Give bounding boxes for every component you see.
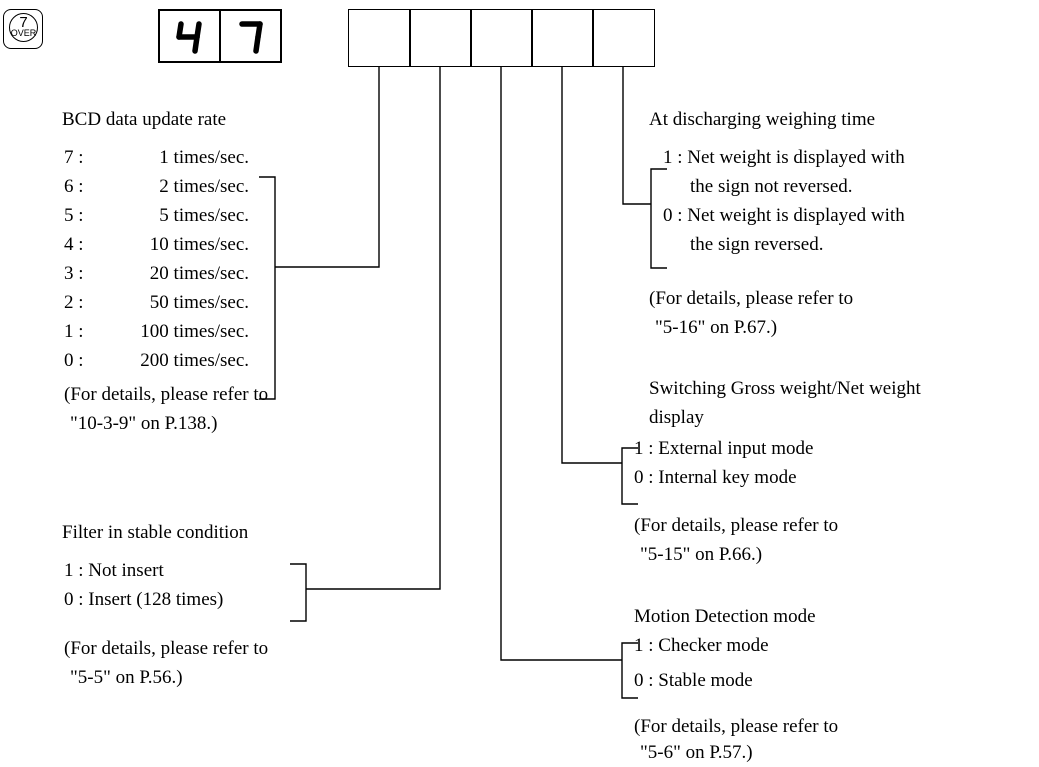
discharge-ref-2: "5-16" on P.67.) [655,317,778,338]
discharge-option-0a: 0 : Net weight is displayed with [663,205,905,226]
bcd-rate: 100 times/sec. [140,321,249,342]
discharge-ref-1: (For details, please refer to [649,288,854,309]
setting-cell-1[interactable] [348,9,411,67]
discharge-option-1a: 1 : Net weight is displayed with [663,147,905,168]
filter-title: Filter in stable condition [62,522,249,543]
key-digit: 7 [19,14,28,31]
bcd-rate: 10 times/sec. [149,234,249,255]
motion-ref-1: (For details, please refer to [634,716,839,737]
key-label: OVER [10,28,37,38]
setting-cell-5[interactable] [592,9,655,67]
bcd-ref-1: (For details, please refer to [64,384,269,405]
connector-gross-net [561,67,622,464]
bcd-code: 7 : [64,147,84,168]
bracket-discharge [650,168,667,269]
motion-ref-2: "5-6" on P.57.) [640,742,753,763]
setting-cell-2[interactable] [409,9,472,67]
gross-net-option-1: 1 : External input mode [634,438,814,459]
bcd-code: 0 : [64,350,84,371]
setting-cell-3[interactable] [470,9,533,67]
bcd-code: 5 : [64,205,84,226]
motion-option-1: 1 : Checker mode [634,635,769,656]
bracket-filter [290,563,307,622]
bcd-rate: 50 times/sec. [149,292,249,313]
connector-bcd [275,67,380,268]
gross-net-option-0: 0 : Internal key mode [634,467,797,488]
connector-discharge [622,67,651,205]
bcd-rate: 5 times/sec. [159,205,249,226]
gross-net-ref-1: (For details, please refer to [634,515,839,536]
bracket-bcd [259,176,276,400]
bcd-code: 1 : [64,321,84,342]
key-circle: 7 OVER [9,13,38,42]
gross-net-title-2: display [649,407,704,428]
filter-option-0: 0 : Insert (128 times) [64,589,224,610]
bcd-rate: 200 times/sec. [140,350,249,371]
bcd-title: BCD data update rate [62,109,227,130]
bcd-rate: 20 times/sec. [149,263,249,284]
connector-filter [306,67,441,590]
motion-title: Motion Detection mode [634,606,816,627]
discharge-option-0b: the sign reversed. [690,234,824,255]
bcd-rate: 1 times/sec. [159,147,249,168]
discharge-title: At discharging weighing time [649,109,876,130]
gross-net-ref-2: "5-15" on P.66.) [640,544,763,565]
seven-segment-digit-4 [176,21,202,54]
bcd-ref-2: "10-3-9" on P.138.) [70,413,218,434]
filter-ref-1: (For details, please refer to [64,638,269,659]
filter-option-1: 1 : Not insert [64,560,164,581]
function-digit-1: 4 [158,9,221,63]
connector-motion [500,67,622,661]
bracket-gross-net [621,447,638,505]
bcd-code: 6 : [64,176,84,197]
bcd-rate: 2 times/sec. [159,176,249,197]
gross-net-title-1: Switching Gross weight/Net weight [649,378,921,399]
setting-cell-4[interactable] [531,9,594,67]
bcd-code: 4 : [64,234,84,255]
motion-option-0: 0 : Stable mode [634,670,753,691]
bcd-code: 3 : [64,263,84,284]
seven-segment-digit-7 [239,21,263,54]
discharge-option-1b: the sign not reversed. [690,176,853,197]
over-key-icon[interactable]: 7 OVER [3,9,43,49]
bracket-motion [621,642,638,699]
function-digit-2: 7 [219,9,282,63]
bcd-code: 2 : [64,292,84,313]
filter-ref-2: "5-5" on P.56.) [70,667,183,688]
